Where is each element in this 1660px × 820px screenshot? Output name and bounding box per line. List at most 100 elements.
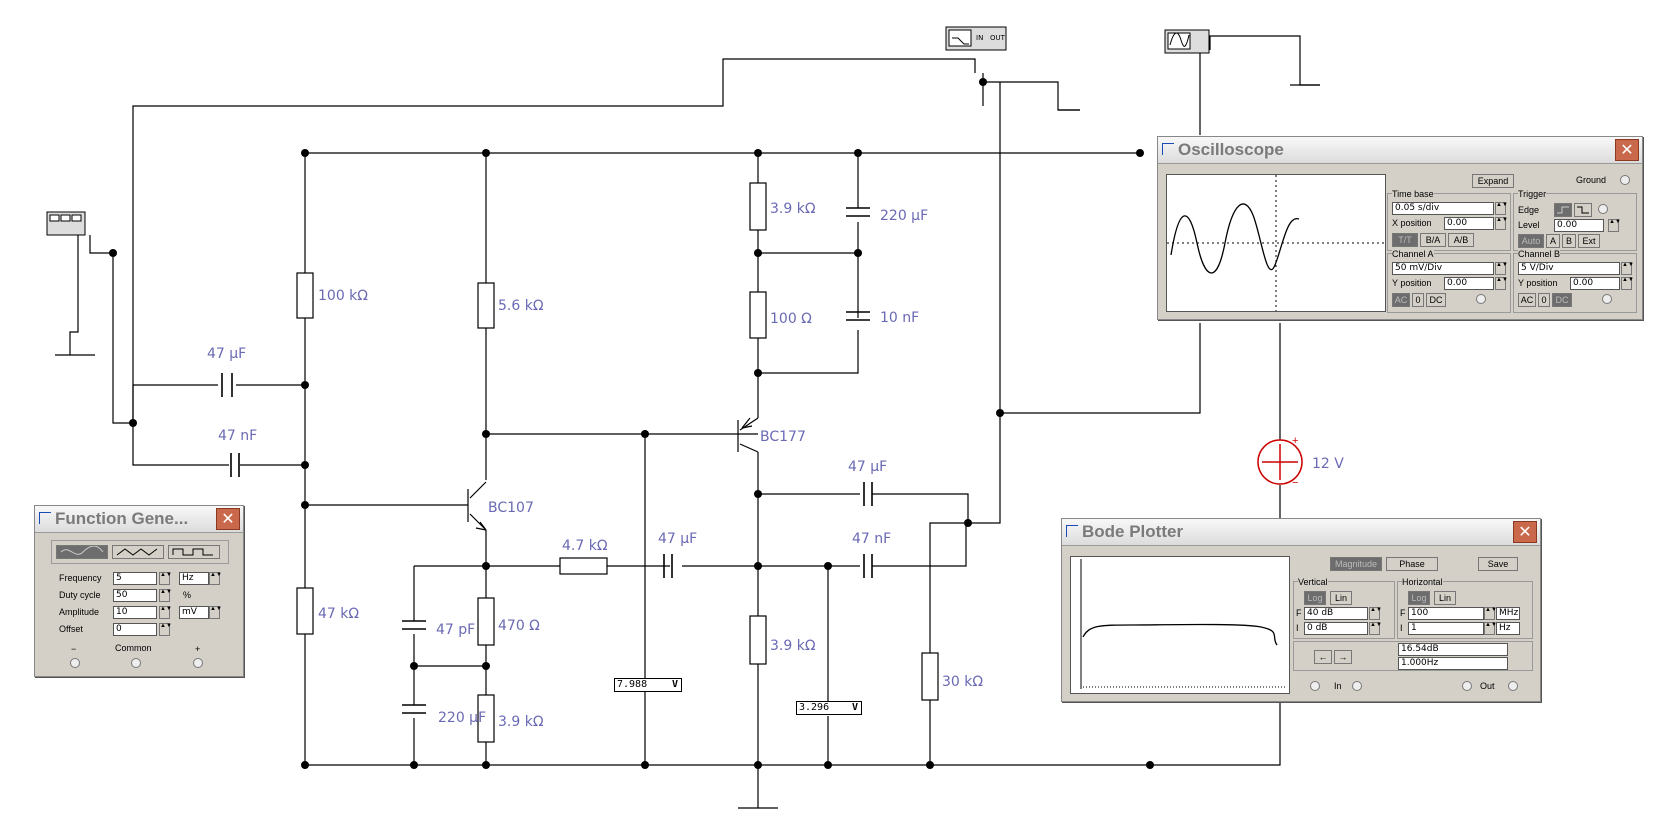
amplitude-unit-spinner[interactable]: ▲▼ (209, 606, 222, 619)
square-wave-button[interactable] (168, 545, 220, 559)
readout-db: 16.54dB (1398, 643, 1508, 656)
in-label: In (1334, 681, 1342, 691)
ab-button[interactable]: A/B (1448, 233, 1474, 247)
channel-a-ac-button[interactable]: AC (1392, 293, 1410, 307)
frequency-unit-select[interactable]: Hz (179, 572, 209, 585)
trigger-label: Trigger (1518, 189, 1547, 199)
horizontal-final-unit[interactable]: MHz (1496, 607, 1520, 620)
vertical-initial-input[interactable]: 0 dB (1304, 622, 1368, 635)
trigger-a-button[interactable]: A (1546, 234, 1560, 248)
channel-a-dc-button[interactable]: DC (1426, 293, 1446, 307)
in-minus-terminal[interactable] (1310, 681, 1320, 691)
channel-b-dc-button[interactable]: DC (1552, 293, 1572, 307)
channel-b-zero-button[interactable]: 0 (1538, 293, 1550, 307)
channel-b-ac-button[interactable]: AC (1518, 293, 1536, 307)
falling-edge-icon (1577, 206, 1589, 214)
voltmeter-2[interactable]: 3.296 V (796, 701, 862, 715)
magnitude-button[interactable]: Magnitude (1330, 557, 1382, 571)
bode-plotter-titlebar[interactable]: Bode Plotter ✕ (1062, 519, 1540, 546)
duty-cycle-input[interactable]: 50 (113, 589, 157, 602)
label-r-3-9k-emitter: 3.9 kΩ (770, 638, 816, 654)
tt-button[interactable]: T/T (1392, 233, 1418, 247)
time-base-input[interactable]: 0.05 s/div (1392, 202, 1494, 215)
close-icon[interactable]: ✕ (216, 508, 240, 530)
channel-b-spinner[interactable]: ▲▼ (1621, 262, 1634, 275)
voltmeter-1[interactable]: 7.988 V (614, 678, 682, 692)
channel-a-y-position-input[interactable]: 0.00 (1444, 277, 1494, 290)
sine-wave-button[interactable] (56, 545, 108, 559)
channel-b-terminal[interactable] (1602, 294, 1612, 304)
channel-a-input[interactable]: 50 mV/Div (1392, 262, 1494, 275)
horizontal-initial-unit[interactable]: Hz (1496, 622, 1520, 635)
out-plus-terminal[interactable] (1508, 681, 1518, 691)
cursor-right-button[interactable]: → (1334, 650, 1352, 664)
phase-button[interactable]: Phase (1386, 557, 1438, 571)
ba-button[interactable]: B/A (1420, 233, 1446, 247)
label-r-100k: 100 kΩ (318, 288, 368, 304)
expand-button[interactable]: Expand (1472, 174, 1514, 188)
horizontal-log-button[interactable]: Log (1408, 591, 1430, 605)
channel-b-input[interactable]: 5 V/Div (1518, 262, 1620, 275)
time-base-spinner[interactable]: ▲▼ (1495, 202, 1508, 215)
horizontal-final-spinner[interactable]: ▲▼ (1484, 607, 1497, 620)
auto-button[interactable]: Auto (1518, 234, 1544, 248)
vertical-lin-button[interactable]: Lin (1330, 591, 1352, 605)
channel-b-y-position-input[interactable]: 0.00 (1570, 277, 1620, 290)
frequency-unit-spinner[interactable]: ▲▼ (209, 572, 222, 585)
level-input[interactable]: 0.00 (1554, 219, 1604, 232)
minus-terminal[interactable] (70, 658, 80, 668)
level-spinner[interactable]: ▲▼ (1608, 219, 1621, 232)
channel-a-zero-button[interactable]: 0 (1412, 293, 1424, 307)
offset-spinner[interactable]: ▲▼ (159, 623, 172, 636)
label-v-plus: + (1292, 435, 1298, 447)
horizontal-initial-input[interactable]: 1 (1408, 622, 1484, 635)
frequency-input[interactable]: 5 (113, 572, 157, 585)
plus-terminal[interactable] (193, 658, 203, 668)
offset-input[interactable]: 0 (113, 623, 157, 636)
channel-a-spinner[interactable]: ▲▼ (1495, 262, 1508, 275)
channel-a-terminal[interactable] (1476, 294, 1486, 304)
vertical-initial-spinner[interactable]: ▲▼ (1369, 622, 1382, 635)
channel-a-y-position-spinner[interactable]: ▲▼ (1495, 277, 1508, 290)
x-position-input[interactable]: 0.00 (1444, 217, 1494, 230)
horizontal-final-input[interactable]: 100 (1408, 607, 1484, 620)
bode-plotter-window: Bode Plotter ✕ Magnitude Phase Save Vert… (1061, 518, 1541, 702)
oscilloscope-titlebar[interactable]: Oscilloscope ✕ (1158, 137, 1642, 164)
common-terminal-label: Common (115, 643, 152, 653)
vertical-final-spinner[interactable]: ▲▼ (1369, 607, 1382, 620)
grounds (55, 84, 1320, 809)
trigger-b-button[interactable]: B (1562, 234, 1576, 248)
in-plus-terminal[interactable] (1352, 681, 1362, 691)
trigger-terminal[interactable] (1598, 204, 1608, 214)
close-icon[interactable]: ✕ (1513, 521, 1537, 543)
falling-edge-button[interactable] (1574, 203, 1592, 217)
rising-edge-button[interactable] (1554, 203, 1572, 217)
horizontal-lin-button[interactable]: Lin (1434, 591, 1456, 605)
duty-cycle-spinner[interactable]: ▲▼ (159, 589, 172, 602)
save-button[interactable]: Save (1478, 557, 1518, 571)
vertical-final-input[interactable]: 40 dB (1304, 607, 1368, 620)
ground-terminal[interactable] (1620, 175, 1630, 185)
oscilloscope-trace (1167, 175, 1385, 311)
amplitude-unit-select[interactable]: mV (179, 606, 209, 619)
readout-frequency: 1.000Hz (1398, 657, 1508, 670)
amplitude-spinner[interactable]: ▲▼ (159, 606, 172, 619)
trigger-ext-button[interactable]: Ext (1578, 234, 1600, 248)
vertical-log-button[interactable]: Log (1304, 591, 1326, 605)
function-generator-titlebar[interactable]: Function Gene... ✕ (35, 506, 243, 533)
frequency-label: Frequency (59, 573, 102, 583)
label-r-3-9k-low: 3.9 kΩ (498, 714, 544, 730)
horizontal-group (1397, 581, 1533, 639)
common-terminal[interactable] (131, 658, 141, 668)
vertical-i-label: I (1296, 623, 1299, 633)
frequency-spinner[interactable]: ▲▼ (159, 572, 172, 585)
close-icon[interactable]: ✕ (1615, 139, 1639, 161)
cursor-left-button[interactable]: ← (1314, 650, 1332, 664)
duty-cycle-label: Duty cycle (59, 590, 101, 600)
x-position-spinner[interactable]: ▲▼ (1495, 217, 1508, 230)
horizontal-initial-spinner[interactable]: ▲▼ (1484, 622, 1497, 635)
channel-b-y-position-spinner[interactable]: ▲▼ (1621, 277, 1634, 290)
out-minus-terminal[interactable] (1462, 681, 1472, 691)
amplitude-input[interactable]: 10 (113, 606, 157, 619)
triangle-wave-button[interactable] (112, 545, 164, 559)
